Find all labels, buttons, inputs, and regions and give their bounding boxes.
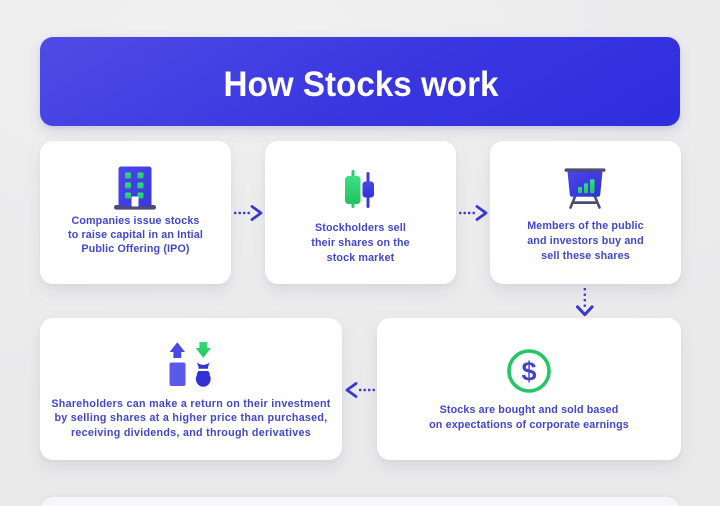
text-line: to raise capital in an Intial bbox=[67, 228, 203, 241]
text-line: Shareholders can make a return on their … bbox=[51, 398, 331, 410]
flow-arrow-left-icon bbox=[345, 382, 375, 398]
flow-arrow-right-icon bbox=[234, 205, 263, 221]
text-line: Stocks are bought and sold based bbox=[439, 404, 619, 416]
building-icon bbox=[114, 166, 156, 210]
card-public-buy-sell: Members of the public and investors buy a… bbox=[490, 141, 681, 284]
card-text: Shareholders can make a return on their … bbox=[40, 397, 342, 440]
text-line: on expectations of corporate earnings bbox=[429, 418, 629, 431]
card-text: Stocks are bought and sold based on expec… bbox=[377, 403, 681, 433]
text-line: by selling shares at a higher price than… bbox=[54, 412, 328, 425]
text-line: Public Offering (IPO) bbox=[81, 242, 190, 255]
text-line: receiving dividends, and through derivat… bbox=[70, 426, 312, 439]
text-line: sell these shares bbox=[541, 249, 630, 262]
flow-arrow-right-icon bbox=[459, 205, 488, 221]
card-text: Stockholders sell their shares on the stoc… bbox=[265, 221, 456, 265]
card-stockholders-sell: Stockholders sell their shares on the stoc… bbox=[265, 141, 456, 284]
return-arrows-money-bag-icon bbox=[169, 342, 211, 387]
svg-text:$: $ bbox=[521, 357, 536, 387]
dollar-circle-icon: $ bbox=[507, 349, 551, 393]
text-line: their shares on the bbox=[311, 236, 410, 249]
footer-bar bbox=[40, 497, 680, 506]
text-line: stock market bbox=[326, 251, 395, 264]
header-banner: How Stocks work bbox=[40, 37, 680, 126]
flow-arrow-down-icon bbox=[576, 288, 594, 317]
text-line: Members of the public bbox=[527, 220, 644, 232]
card-text: Members of the public and investors buy a… bbox=[490, 219, 681, 263]
card-shareholders-return: Shareholders can make a return on their … bbox=[40, 318, 342, 460]
title-text: How Stocks work bbox=[224, 64, 499, 104]
text-line: Stockholders sell bbox=[314, 222, 407, 234]
text-line: and investors buy and bbox=[527, 234, 644, 247]
page-title: How Stocks work bbox=[224, 64, 499, 104]
presentation-chart-icon bbox=[564, 168, 606, 209]
candlestick-chart-icon bbox=[345, 170, 374, 208]
text-line: Companies issue stocks bbox=[71, 215, 200, 227]
